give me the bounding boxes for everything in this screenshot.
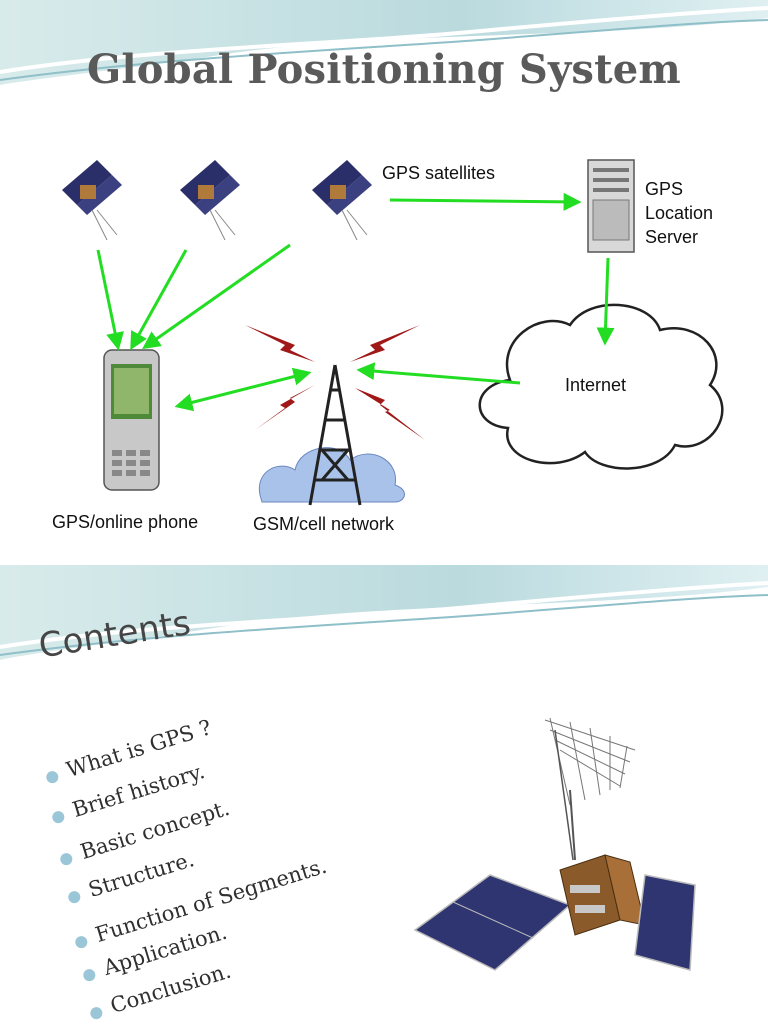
cloud-icon bbox=[478, 303, 724, 470]
label-gps-satellites: GPS satellites bbox=[382, 163, 496, 183]
label-internet: Internet bbox=[565, 375, 627, 395]
gps-network-diagram bbox=[62, 159, 724, 506]
slide-contents: Contents What is GPS ? Brief history. Ba… bbox=[0, 565, 768, 1024]
data-flow-arrows bbox=[96, 192, 615, 412]
satellite-icon bbox=[180, 160, 240, 241]
bullet-icon bbox=[88, 1005, 104, 1021]
header-swoosh bbox=[0, 0, 768, 85]
header-swoosh bbox=[0, 565, 768, 660]
gps-satellite-image bbox=[413, 717, 696, 971]
bullet-icon bbox=[50, 809, 66, 825]
server-icon bbox=[587, 159, 635, 253]
phone-icon bbox=[103, 349, 160, 491]
satellite-icon bbox=[312, 160, 372, 241]
satellite-body-icon bbox=[559, 854, 646, 936]
label-cell-network: GSM/cell network bbox=[253, 514, 395, 534]
contents-list: What is GPS ? Brief history. Basic conce… bbox=[0, 565, 420, 1024]
bullet-icon bbox=[81, 967, 97, 983]
slide-title: Global Positioning System bbox=[87, 46, 681, 93]
bullet-icon bbox=[44, 769, 60, 785]
slide-gps-diagram: Global Positioning System bbox=[0, 0, 768, 534]
label-location-server: GPS Location Server bbox=[645, 179, 714, 247]
antenna-icon bbox=[544, 717, 636, 861]
bullet-icon bbox=[73, 934, 89, 950]
solar-panel-icon bbox=[413, 874, 572, 971]
bullet-icon bbox=[58, 851, 74, 867]
cell-tower-icon bbox=[245, 325, 425, 506]
bullet-icon bbox=[66, 889, 82, 905]
satellite-icon bbox=[62, 160, 122, 241]
label-phone: GPS/online phone bbox=[52, 512, 199, 532]
solar-panel-icon bbox=[634, 874, 696, 971]
